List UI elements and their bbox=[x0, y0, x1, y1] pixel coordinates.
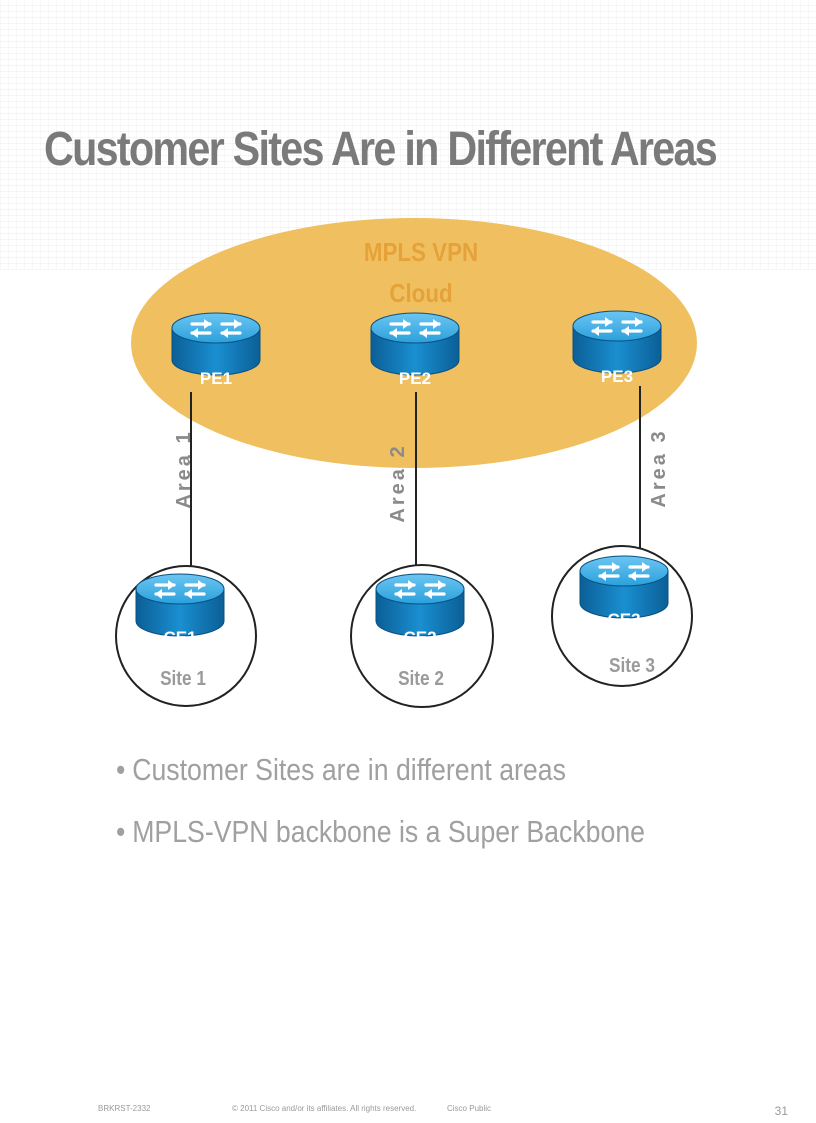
router-pe1-label: PE1 bbox=[200, 369, 232, 388]
footer-session-code: BRKRST-2332 bbox=[98, 1104, 151, 1113]
cloud-label-line2: Cloud bbox=[389, 279, 452, 308]
router-ce3-icon bbox=[578, 554, 670, 620]
area-1-label: Area 1 bbox=[173, 429, 195, 508]
router-ce1-icon bbox=[134, 572, 226, 638]
router-ce3-label: CE3 bbox=[607, 610, 640, 629]
area-3-label: Area 3 bbox=[648, 428, 670, 507]
bullet-list: •Customer Sites are in different areas •… bbox=[116, 752, 731, 876]
router-pe1-icon bbox=[170, 311, 262, 377]
area-2-label: Area 2 bbox=[387, 443, 409, 522]
site-3-label: Site 3 bbox=[609, 654, 655, 677]
router-ce2-label: CE2 bbox=[403, 628, 436, 647]
router-pe3-label: PE3 bbox=[601, 367, 633, 386]
router-ce2-icon bbox=[374, 572, 466, 638]
page-number: 31 bbox=[774, 1104, 788, 1118]
router-pe3-icon bbox=[571, 309, 663, 375]
bullet-item: •Customer Sites are in different areas bbox=[116, 752, 566, 787]
cloud-label-line1: MPLS VPN bbox=[364, 238, 478, 267]
footer-classification: Cisco Public bbox=[447, 1104, 492, 1113]
site-2-label: Site 2 bbox=[398, 667, 444, 690]
page-title: Customer Sites Are in Different Areas bbox=[44, 123, 718, 176]
site-1-label: Site 1 bbox=[160, 667, 206, 690]
router-pe2-icon bbox=[369, 311, 461, 377]
router-pe2-label: PE2 bbox=[399, 369, 431, 388]
router-ce1-label: CE1 bbox=[163, 628, 196, 647]
bullet-item: •MPLS-VPN backbone is a Super Backbone bbox=[116, 814, 645, 849]
footer-copyright: © 2011 Cisco and/or its affiliates. All … bbox=[232, 1104, 417, 1113]
